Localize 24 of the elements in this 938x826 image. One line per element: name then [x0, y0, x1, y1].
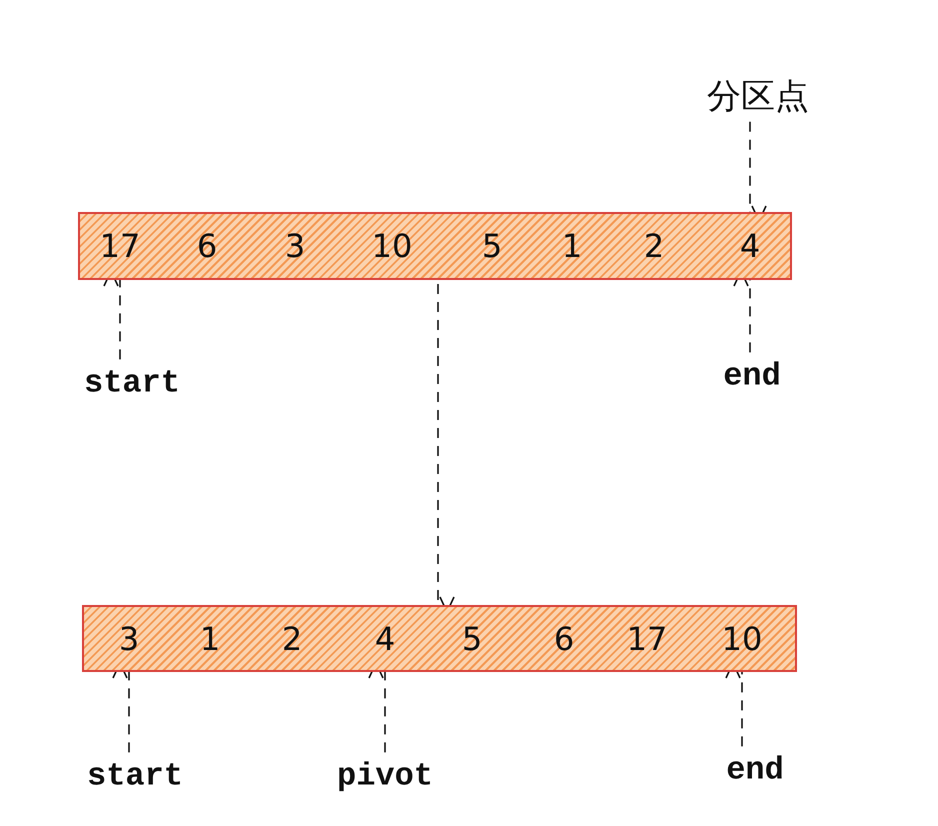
array-element: 10 — [710, 607, 774, 670]
array-element: 6 — [532, 607, 596, 670]
array-element: 1 — [178, 607, 242, 670]
array-element: 1 — [540, 214, 604, 278]
array-element: 17 — [615, 607, 679, 670]
array-element: 2 — [260, 607, 324, 670]
pointer-label: end — [726, 752, 784, 788]
pointer-label: 分区点 — [707, 78, 809, 116]
array-element: 3 — [263, 214, 327, 278]
array-bar — [78, 212, 792, 280]
array-element: 6 — [175, 214, 239, 278]
pointer-label: end — [723, 358, 781, 394]
array-element: 17 — [88, 214, 152, 278]
array-element: 5 — [460, 214, 524, 278]
array-element: 5 — [440, 607, 504, 670]
pointer-label: pivot — [337, 758, 433, 794]
array-element: 10 — [360, 214, 424, 278]
pointer-label: start — [84, 365, 180, 401]
array-element: 2 — [622, 214, 686, 278]
array-element: 4 — [718, 214, 782, 278]
array-bar — [82, 605, 797, 672]
array-element: 4 — [353, 607, 417, 670]
array-element: 3 — [97, 607, 161, 670]
pointer-label: start — [87, 758, 183, 794]
